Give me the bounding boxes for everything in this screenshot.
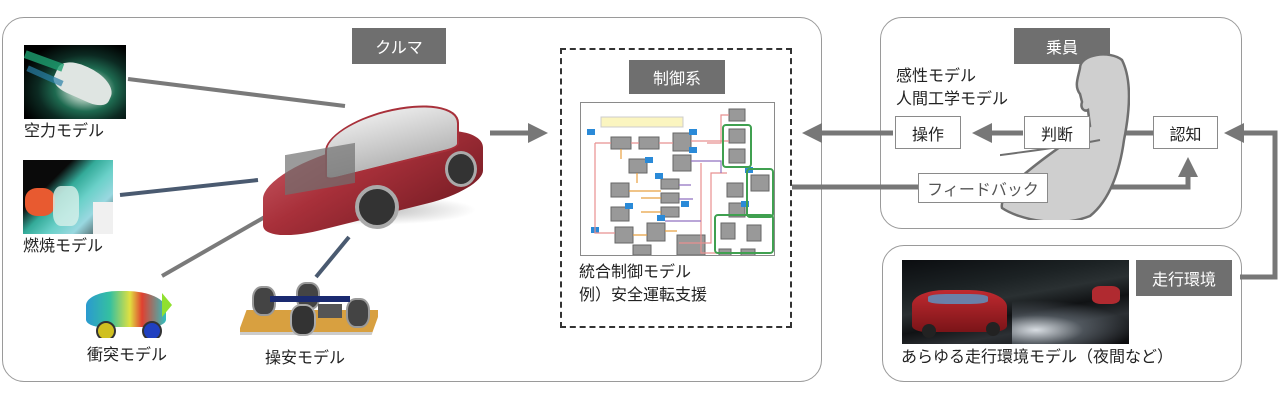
handling-model-label: 操安モデル	[265, 348, 346, 367]
control-caption-line2: 例）安全運転支援	[579, 285, 708, 304]
connector-crash	[161, 212, 271, 278]
judgment-box: 判断	[1024, 116, 1090, 149]
control-title-tag: 制御系	[629, 60, 725, 94]
occupant-subtitle-line1: 感性モデル	[896, 66, 977, 85]
control-caption-line1: 統合制御モデル	[579, 262, 692, 281]
aero-model-label: 空力モデル	[24, 121, 105, 140]
integrated-control-diagram-image	[580, 102, 775, 256]
night-driving-image	[902, 260, 1129, 344]
occupant-title-tag: 乗員	[1014, 28, 1110, 64]
control-diagram-graphic	[587, 108, 774, 255]
aero-model-image	[24, 45, 126, 119]
connector-combustion	[119, 178, 259, 197]
recognition-box: 認知	[1153, 116, 1218, 149]
combustion-model-image	[23, 160, 113, 234]
crash-model-label: 衝突モデル	[87, 345, 168, 364]
occupant-subtitle-line2: 人間工学モデル	[896, 89, 1009, 108]
control-system-box	[560, 48, 792, 328]
crash-model-image	[82, 283, 182, 338]
connector-aero	[127, 77, 346, 108]
combustion-model-label: 燃焼モデル	[23, 236, 104, 255]
environment-title-tag: 走行環境	[1136, 260, 1232, 296]
car-body-image	[255, 95, 487, 235]
car-title-tag: クルマ	[352, 28, 446, 64]
feedback-box: フィードバック	[918, 173, 1048, 203]
operation-box: 操作	[895, 116, 961, 149]
environment-caption: あらゆる走行環境モデル（夜間など）	[901, 347, 1174, 366]
handling-model-image	[240, 280, 378, 340]
environment-to-recognition-line	[1240, 130, 1278, 280]
connector-handling	[314, 235, 351, 279]
